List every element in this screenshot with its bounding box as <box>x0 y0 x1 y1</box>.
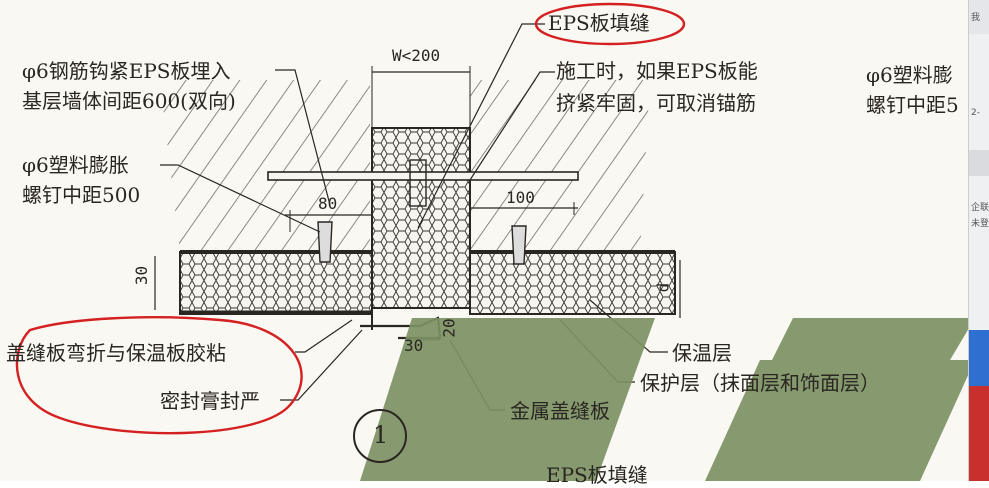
dim-30-bottom: 30 <box>404 336 424 355</box>
red-circle-cover-bend <box>15 316 303 435</box>
label-eps-fill: EPS板填缝 <box>548 11 650 35</box>
dim-100: 100 <box>506 188 535 207</box>
side-image-blue <box>969 330 989 386</box>
leader-eps-fill <box>417 23 545 229</box>
label-rebar-anchor-2: 基层墙体间距600(双向) <box>22 89 236 113</box>
green-overlay-right <box>772 318 975 360</box>
side-text-2: 2- <box>971 108 980 118</box>
dim-30-vertical: 30 <box>132 265 152 286</box>
leader-top-left <box>275 69 331 206</box>
green-overlay-right-lower <box>705 360 975 481</box>
rebar-anchor <box>267 171 579 181</box>
dim-d: d <box>653 282 673 293</box>
dim-20: 20 <box>439 318 459 338</box>
detail-number: 1 <box>373 421 389 449</box>
leader-seal <box>280 329 363 401</box>
label-metal-cover: 金属盖缝板 <box>510 399 610 423</box>
label-insulation: 保温层 <box>672 341 732 365</box>
dim-80: 80 <box>318 194 338 213</box>
side-panel: 我 2- 企联 未登 <box>968 0 989 481</box>
green-overlay-main <box>360 318 655 481</box>
side-text-4: 未登 <box>971 219 989 229</box>
plastic-anchor-right <box>511 225 527 265</box>
label-eps-fill-bottom: EPS板填缝 <box>546 463 648 487</box>
red-circle-eps-fill <box>534 2 686 46</box>
leader-anchor-left <box>160 164 321 233</box>
leader-insulation <box>589 299 668 353</box>
leader-construction <box>469 71 555 181</box>
side-text-1: 我 <box>971 13 981 23</box>
label-plastic-anchor-left-2: 螺钉中距500 <box>22 183 141 207</box>
leader-bend <box>295 319 353 353</box>
label-cover-bend-2: 密封膏封严 <box>160 389 260 413</box>
label-cover-bend-1: 盖缝板弯折与保温板胶粘 <box>6 341 226 365</box>
wall-hatch-left <box>160 80 370 252</box>
insulation-left <box>179 251 373 315</box>
label-plastic-anchor-left-1: φ6塑料膨胀 <box>22 153 129 177</box>
detail-number-circle <box>353 409 407 463</box>
label-protection: 保护层（抹面层和饰面层） <box>640 371 880 395</box>
label-construction-note-2: 挤紧牢固，可取消锚筋 <box>556 91 756 115</box>
label-construction-note-1: 施工时，如果EPS板能 <box>556 59 758 83</box>
insulation-right <box>469 251 676 315</box>
label-plastic-anchor-right-1: φ6塑料膨 <box>866 63 953 87</box>
wall-hatch-right <box>470 80 650 252</box>
side-text-3: 企联 <box>971 203 989 213</box>
dim-width: W<200 <box>392 46 441 65</box>
side-image-red <box>969 386 989 481</box>
label-rebar-anchor-1: φ6钢筋钩紧EPS板埋入 <box>22 59 231 83</box>
plastic-anchor-left <box>317 221 333 263</box>
label-plastic-anchor-right-2: 螺钉中距5 <box>866 93 959 117</box>
